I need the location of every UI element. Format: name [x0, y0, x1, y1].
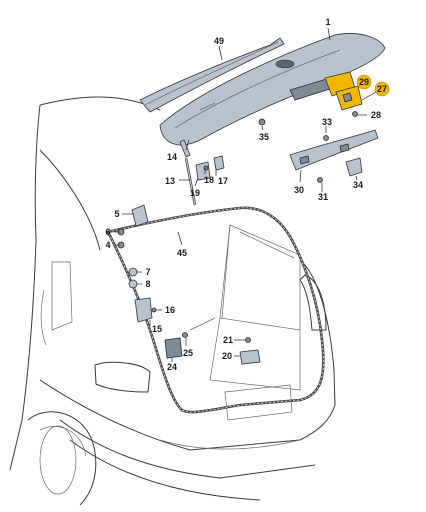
- trim-panel: [289, 129, 379, 171]
- callout-27: 27: [377, 84, 387, 94]
- highlight-marker-29: [356, 74, 372, 90]
- callout-4: 4: [105, 240, 110, 250]
- callout-24: 24: [167, 362, 177, 372]
- callout-20: 20: [222, 351, 232, 361]
- callout-21: 21: [223, 335, 233, 345]
- callout-34: 34: [353, 180, 363, 190]
- spoiler: [139, 37, 285, 113]
- callout-28: 28: [371, 110, 381, 120]
- callout-29: 29: [359, 77, 369, 87]
- callout-5: 5: [114, 209, 119, 219]
- callout-7: 7: [145, 267, 150, 277]
- hardware-parts: [117, 111, 363, 365]
- callout-45: 45: [177, 248, 187, 258]
- highlight-marker-27: [374, 81, 390, 97]
- tailgate-panel: [159, 33, 386, 146]
- callout-30: 30: [294, 185, 304, 195]
- callout-16: 16: [165, 305, 175, 315]
- callouts: 1 49 35 14 13 18 17 19 5 6 4 45 7 8 16 1…: [105, 17, 390, 372]
- callout-31: 31: [318, 192, 328, 202]
- callout-6: 6: [105, 227, 110, 237]
- tailgate-seal: [106, 206, 325, 414]
- callout-18: 18: [204, 175, 214, 185]
- callout-1: 1: [325, 17, 330, 27]
- callout-25: 25: [183, 348, 193, 358]
- callout-33: 33: [322, 117, 332, 127]
- callout-17: 17: [218, 176, 228, 186]
- callout-8: 8: [145, 279, 150, 289]
- callout-13: 13: [165, 176, 175, 186]
- car-body-outline: [9, 96, 336, 506]
- callout-14: 14: [167, 152, 177, 162]
- callout-35: 35: [259, 132, 269, 142]
- callout-49: 49: [214, 36, 224, 46]
- boot-interior: [189, 224, 301, 391]
- callout-15: 15: [152, 324, 162, 334]
- lock-assembly: [324, 71, 363, 111]
- callout-19: 19: [190, 188, 200, 198]
